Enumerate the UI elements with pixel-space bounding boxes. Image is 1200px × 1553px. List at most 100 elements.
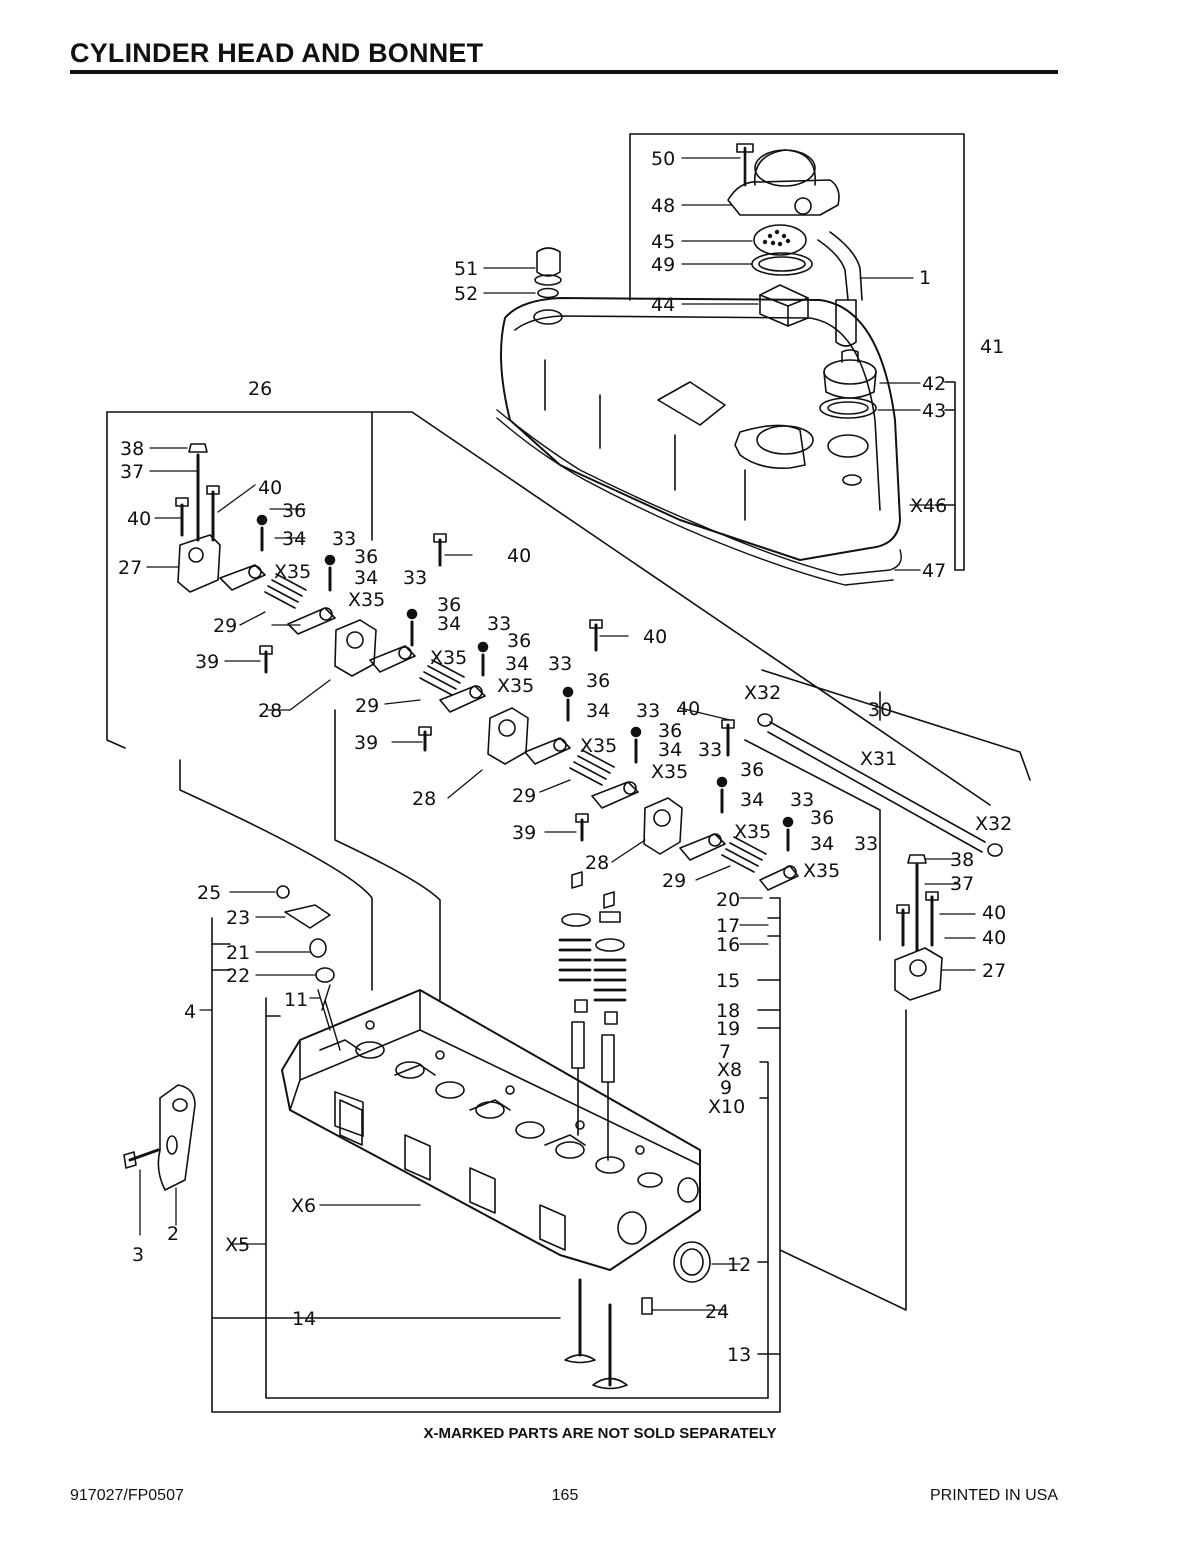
callout-X35: X35 <box>580 735 617 757</box>
callout-33: 33 <box>790 789 814 811</box>
leader-lines <box>139 157 976 1311</box>
callout-2: 2 <box>167 1223 179 1245</box>
callout-9: 9 <box>720 1077 732 1099</box>
callout-36: 36 <box>810 807 834 829</box>
callout-34: 34 <box>354 567 378 589</box>
callout-X35: X35 <box>348 589 385 611</box>
callout-48: 48 <box>651 195 675 217</box>
breather-assembly <box>727 143 863 347</box>
callout-23: 23 <box>226 907 250 929</box>
callout-34: 34 <box>282 528 306 550</box>
callout-21: 21 <box>226 942 250 964</box>
callout-29: 29 <box>355 695 379 717</box>
callout-X32: X32 <box>975 813 1012 835</box>
callout-36: 36 <box>507 630 531 652</box>
callout-X35: X35 <box>497 675 534 697</box>
callout-7: 7 <box>719 1041 731 1063</box>
callout-X10: X10 <box>708 1096 745 1118</box>
callout-34: 34 <box>586 700 610 722</box>
rocker-bracket-end <box>177 534 943 1001</box>
callout-14: 14 <box>292 1308 316 1330</box>
callout-34: 34 <box>810 833 834 855</box>
rocker-shaft-assembly <box>106 411 1031 941</box>
callout-33: 33 <box>403 567 427 589</box>
callout-45: 45 <box>651 231 675 253</box>
lifting-eye <box>123 1084 196 1191</box>
callout-20: 20 <box>716 889 740 911</box>
callout-36: 36 <box>282 500 306 522</box>
callout-40: 40 <box>982 927 1006 949</box>
callout-34: 34 <box>740 789 764 811</box>
adjust-screws <box>256 514 794 852</box>
callout-34: 34 <box>437 613 461 635</box>
callout-labels: 1 2 3 4 X5 X6 7 X8 9 X10 11 12 13 14 15 … <box>118 148 1012 1366</box>
callout-19: 19 <box>716 1018 740 1040</box>
callout-36: 36 <box>740 759 764 781</box>
callout-11: 11 <box>284 989 308 1011</box>
head-group-brackets <box>179 709 907 1413</box>
rocker-springs <box>264 573 767 873</box>
callout-49: 49 <box>651 254 675 276</box>
callout-43: 43 <box>922 400 946 422</box>
callout-37: 37 <box>950 873 974 895</box>
callout-29: 29 <box>662 870 686 892</box>
callout-34: 34 <box>505 653 529 675</box>
callout-33: 33 <box>332 528 356 550</box>
callout-28: 28 <box>258 700 282 722</box>
callout-39: 39 <box>354 732 378 754</box>
rocker-arms <box>219 564 799 891</box>
callout-X46: X46 <box>910 495 947 517</box>
callout-37: 37 <box>120 461 144 483</box>
callout-33: 33 <box>698 739 722 761</box>
callout-X8: X8 <box>717 1059 742 1081</box>
callout-47: 47 <box>922 560 946 582</box>
callout-1: 1 <box>919 267 931 289</box>
callout-33: 33 <box>487 613 511 635</box>
bonnet-assembly <box>496 297 902 586</box>
callout-X31: X31 <box>860 748 897 770</box>
callout-18: 18 <box>716 1000 740 1022</box>
footer-page-number: 165 <box>551 1487 579 1504</box>
callout-13: 13 <box>727 1344 751 1366</box>
callout-X5: X5 <box>225 1234 250 1256</box>
callout-38: 38 <box>120 438 144 460</box>
callout-40: 40 <box>676 698 700 720</box>
callout-15: 15 <box>716 970 740 992</box>
callout-X35: X35 <box>734 821 771 843</box>
callout-40: 40 <box>643 626 667 648</box>
cover-group-brackets <box>629 133 965 571</box>
callout-36: 36 <box>658 720 682 742</box>
callout-40: 40 <box>127 508 151 530</box>
bracket-bolts <box>175 443 939 952</box>
callout-X35: X35 <box>274 561 311 583</box>
callout-41: 41 <box>980 336 1004 358</box>
callout-28: 28 <box>412 788 436 810</box>
callout-27: 27 <box>982 960 1006 982</box>
callout-36: 36 <box>586 670 610 692</box>
callout-17: 17 <box>716 915 740 937</box>
callout-12: 12 <box>727 1254 751 1276</box>
callout-29: 29 <box>512 785 536 807</box>
callout-40: 40 <box>507 545 531 567</box>
callout-4: 4 <box>184 1001 196 1023</box>
callout-39: 39 <box>512 822 536 844</box>
callout-27: 27 <box>118 557 142 579</box>
callout-3: 3 <box>132 1244 144 1266</box>
callout-30: 30 <box>868 699 892 721</box>
callout-29: 29 <box>213 615 237 637</box>
callout-22: 22 <box>226 965 250 987</box>
callout-X6: X6 <box>291 1195 316 1217</box>
footer-doc-number: 917027/FP0507 <box>70 1487 184 1504</box>
callout-X35: X35 <box>803 860 840 882</box>
valve-components <box>276 871 711 1390</box>
callout-39: 39 <box>195 651 219 673</box>
callout-25: 25 <box>197 882 221 904</box>
callout-X32: X32 <box>744 682 781 704</box>
callout-52: 52 <box>454 283 478 305</box>
parts-note: X-MARKED PARTS ARE NOT SOLD SEPARATELY <box>423 1425 777 1442</box>
callout-33: 33 <box>854 833 878 855</box>
footer-printed: PRINTED IN USA <box>929 1487 1058 1504</box>
callout-33: 33 <box>636 700 660 722</box>
page-title: CYLINDER HEAD AND BONNET <box>70 38 484 68</box>
callout-36: 36 <box>437 594 461 616</box>
